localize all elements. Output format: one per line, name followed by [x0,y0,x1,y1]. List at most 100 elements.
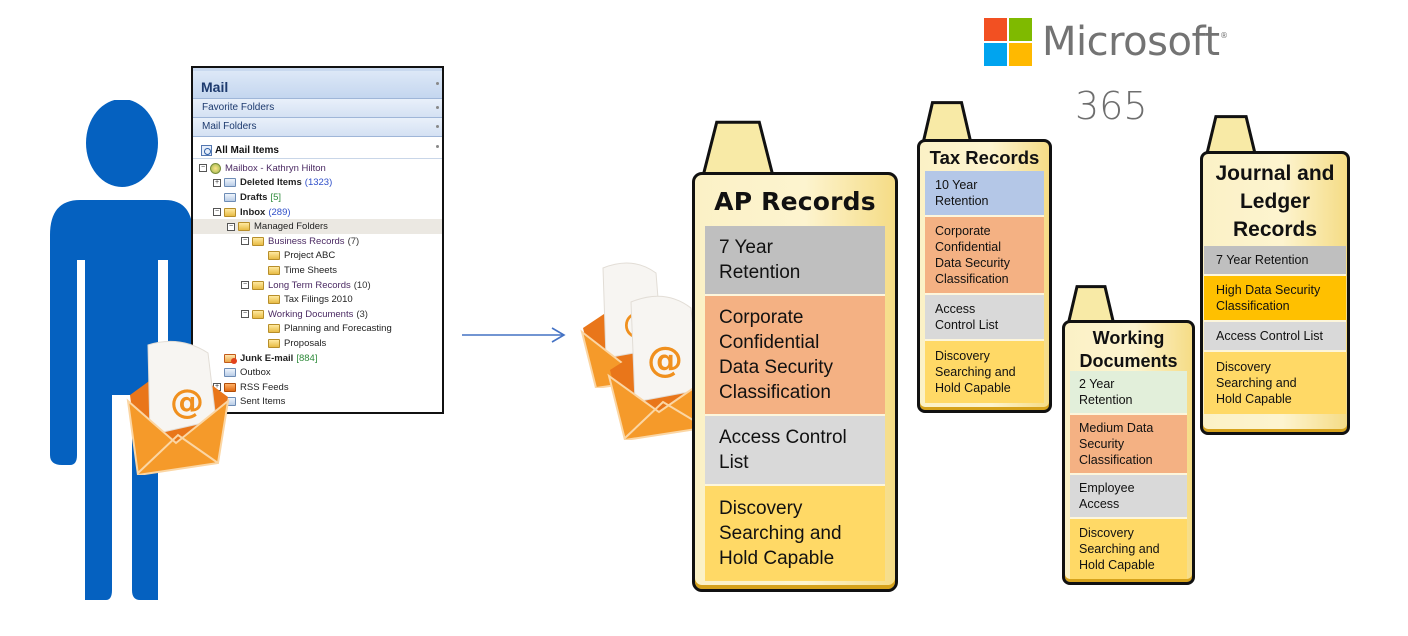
collapse-icon[interactable]: − [213,208,221,217]
microsoft-logo: Microsoft® [984,18,1228,66]
policy-attribute-text: Employee Access [1079,481,1135,511]
pane-options-icon[interactable] [436,81,439,85]
policy-attribute-text: High Data Security Classification [1216,283,1321,313]
policy-attribute: Access Control List [925,295,1044,341]
folder-icon [252,236,264,246]
unread-count: (10) [353,279,371,291]
policy-attribute-text: 7 Year Retention [1216,253,1309,267]
folder-name: Working Documents [268,308,354,320]
folder-tree-item[interactable]: Planning and Forecasting [193,322,442,337]
policy-attribute: Corporate Confidential Data Security Cla… [925,217,1044,295]
favorite-folders-header[interactable]: Favorite Folders [193,99,442,118]
product-version: 365 [1075,84,1148,128]
record-folder-title: Journal and Ledger Records [1215,162,1335,241]
collapse-icon[interactable] [436,125,439,129]
folder-tree-item[interactable]: Drafts[5] [193,190,442,205]
folder-icon [268,338,280,348]
policy-attribute: High Data Security Classification [1204,276,1346,322]
mail-folders-header[interactable]: Mail Folders [193,118,442,137]
policy-attribute: 7 Year Retention [1204,246,1346,276]
logo-square-blue [984,43,1007,66]
policy-attribute: Access Control List [705,416,885,486]
policy-attribute-text: 10 Year Retention [935,178,989,208]
folder-tree-item[interactable]: −Inbox(289) [193,205,442,220]
folder-name: RSS Feeds [240,381,289,393]
policy-attribute-text: Access Control List [935,302,999,332]
brand-name: Microsoft [1042,19,1220,65]
folder-tree-item[interactable]: − Working Documents(3) [193,307,442,322]
folder-tree-item[interactable]: Time Sheets [193,263,442,278]
folder-name: Business Records [268,235,345,247]
policy-attribute: 2 Year Retention [1070,371,1187,415]
policy-attribute: Discovery Searching and Hold Capable [705,486,885,581]
folder-tree-item[interactable]: − Long Term Records(10) [193,278,442,293]
logo-square-red [984,18,1007,41]
folder-name: Time Sheets [284,264,337,276]
collapse-icon[interactable]: − [199,164,207,173]
email-envelope-icon: @ [126,340,230,475]
microsoft-wordmark: Microsoft® [1042,19,1228,65]
folder-tree-item[interactable]: +Deleted Items(1323) [193,176,442,191]
folder-icon [268,265,280,275]
folder-icon [252,309,264,319]
policy-attribute-text: Access Control List [719,427,847,473]
folder-tree-item[interactable]: −Business Records(7) [193,234,442,249]
unread-count: [5] [270,191,282,203]
expand-icon[interactable]: + [213,178,221,187]
policy-attribute: 10 Year Retention [925,171,1044,217]
policy-attribute-text: Discovery Searching and Hold Capable [935,349,1016,395]
folder-tab-icon [700,120,776,176]
folder-name: Long Term Records [268,279,351,291]
favorite-folders-label: Favorite Folders [202,102,275,113]
record-folder-title: Working Documents [1079,328,1178,371]
collapse-icon[interactable]: − [241,310,249,319]
folder-icon [224,368,236,378]
collapse-icon[interactable] [436,106,439,110]
folder-icon [252,280,264,290]
policy-attribute-text: Discovery Searching and Hold Capable [1216,360,1297,406]
unread-count: (3) [356,308,368,320]
folder-icon [238,222,250,232]
record-folder-title: AP Records [714,187,876,216]
folder-name: Outbox [240,367,271,379]
dropdown-icon[interactable] [436,145,439,149]
microsoft-windows-mark-icon [984,18,1032,66]
search-folder-icon [201,144,212,156]
folder-icon [268,295,280,305]
folder-name: Drafts [240,191,268,203]
mail-folders-label: Mail Folders [202,121,257,132]
policy-attribute: Discovery Searching and Hold Capable [925,341,1044,403]
folder-icon [224,207,236,217]
all-mail-items-selector[interactable]: All Mail Items [193,137,442,159]
policy-attribute: Medium Data Security Classification [1070,415,1187,475]
folder-tree-item[interactable]: Junk E-mail[884] [193,351,442,366]
folder-icon [224,192,236,202]
folder-tree-item[interactable]: Project ABC [193,249,442,264]
policy-attribute: Access Control List [1204,322,1346,352]
folder-tree-item[interactable]: Proposals [193,336,442,351]
email-envelope-icon: @ [607,295,713,440]
logo-square-yellow [1009,43,1032,66]
unread-count: (289) [268,206,291,218]
folder-tree-item[interactable]: −Managed Folders [193,219,442,234]
mailbox-icon [210,162,221,174]
folder-tab-icon [1204,115,1258,157]
folder-tree-item[interactable]: Tax Filings 2010 [193,292,442,307]
policy-attribute: Corporate Confidential Data Security Cla… [705,296,885,416]
folder-name: Mailbox - Kathryn Hilton [225,162,326,174]
folder-name: Project ABC [284,250,336,262]
folder-tree-item[interactable]: − Mailbox - Kathryn Hilton [193,161,442,176]
unread-count: (1323) [304,177,333,189]
logo-square-green [1009,18,1032,41]
folder-tree-item[interactable]: Outbox [193,365,442,380]
collapse-icon[interactable]: − [241,281,249,290]
collapse-icon[interactable]: − [241,237,249,246]
policy-attribute-text: 7 Year Retention [719,237,801,283]
person-icon [50,100,193,600]
mail-pane-header[interactable]: Mail [193,68,442,99]
collapse-icon[interactable]: − [227,222,235,231]
